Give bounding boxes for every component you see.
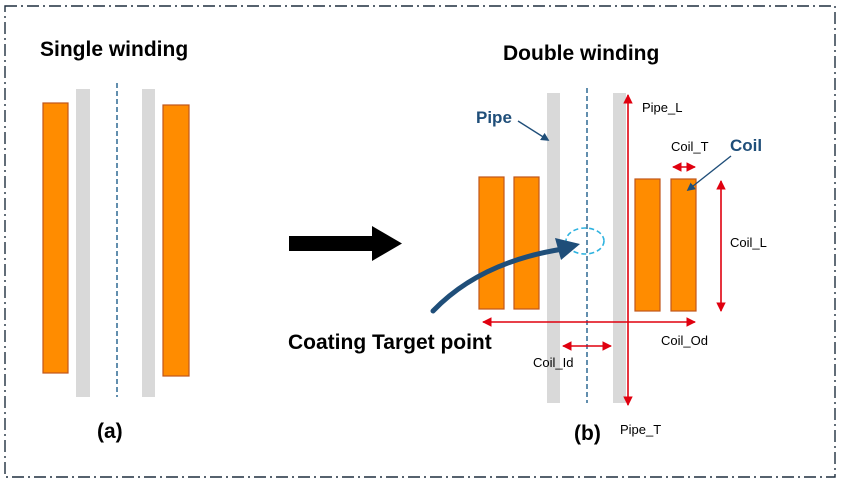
- transition-arrow: [289, 226, 402, 261]
- outer-right-coil: [670, 178, 697, 312]
- coil-callout-leader: [686, 155, 732, 192]
- pipe-callout-leader: [517, 120, 550, 141]
- right-pipe-wall: [613, 93, 626, 403]
- single-winding-diagram: [42, 83, 190, 397]
- inner-right-coil: [634, 178, 661, 312]
- pipe-length-label: Pipe_L: [642, 100, 683, 115]
- right-coil: [162, 104, 190, 377]
- coating-target-arrow: [430, 246, 566, 314]
- single-winding-title: Single winding: [40, 38, 189, 61]
- double-winding-diagram: [430, 88, 732, 406]
- coil-thickness-label: Coil_T: [671, 139, 709, 154]
- coating-target-label: Coating Target point: [288, 331, 492, 354]
- outer-left-coil: [478, 176, 505, 310]
- pipe-thickness-label: Pipe_T: [620, 422, 662, 437]
- right-pipe-wall: [142, 89, 155, 397]
- left-pipe-wall: [76, 89, 90, 397]
- outer-frame: [4, 5, 836, 478]
- coil-callout-label: Coil: [730, 136, 763, 155]
- panel-label-a: (a): [97, 420, 123, 443]
- pipe-callout-label: Pipe: [476, 108, 512, 127]
- coil-length-label: Coil_L: [730, 235, 767, 250]
- coil-outer-diameter-label: Coil_Od: [661, 333, 708, 348]
- panel-label-b: (b): [574, 422, 601, 445]
- left-coil: [42, 102, 69, 374]
- coating-target-arrow-head: [555, 238, 580, 260]
- coil-inner-diameter-label: Coil_Id: [533, 355, 574, 370]
- inner-left-coil: [513, 176, 540, 310]
- double-winding-title: Double winding: [503, 42, 660, 65]
